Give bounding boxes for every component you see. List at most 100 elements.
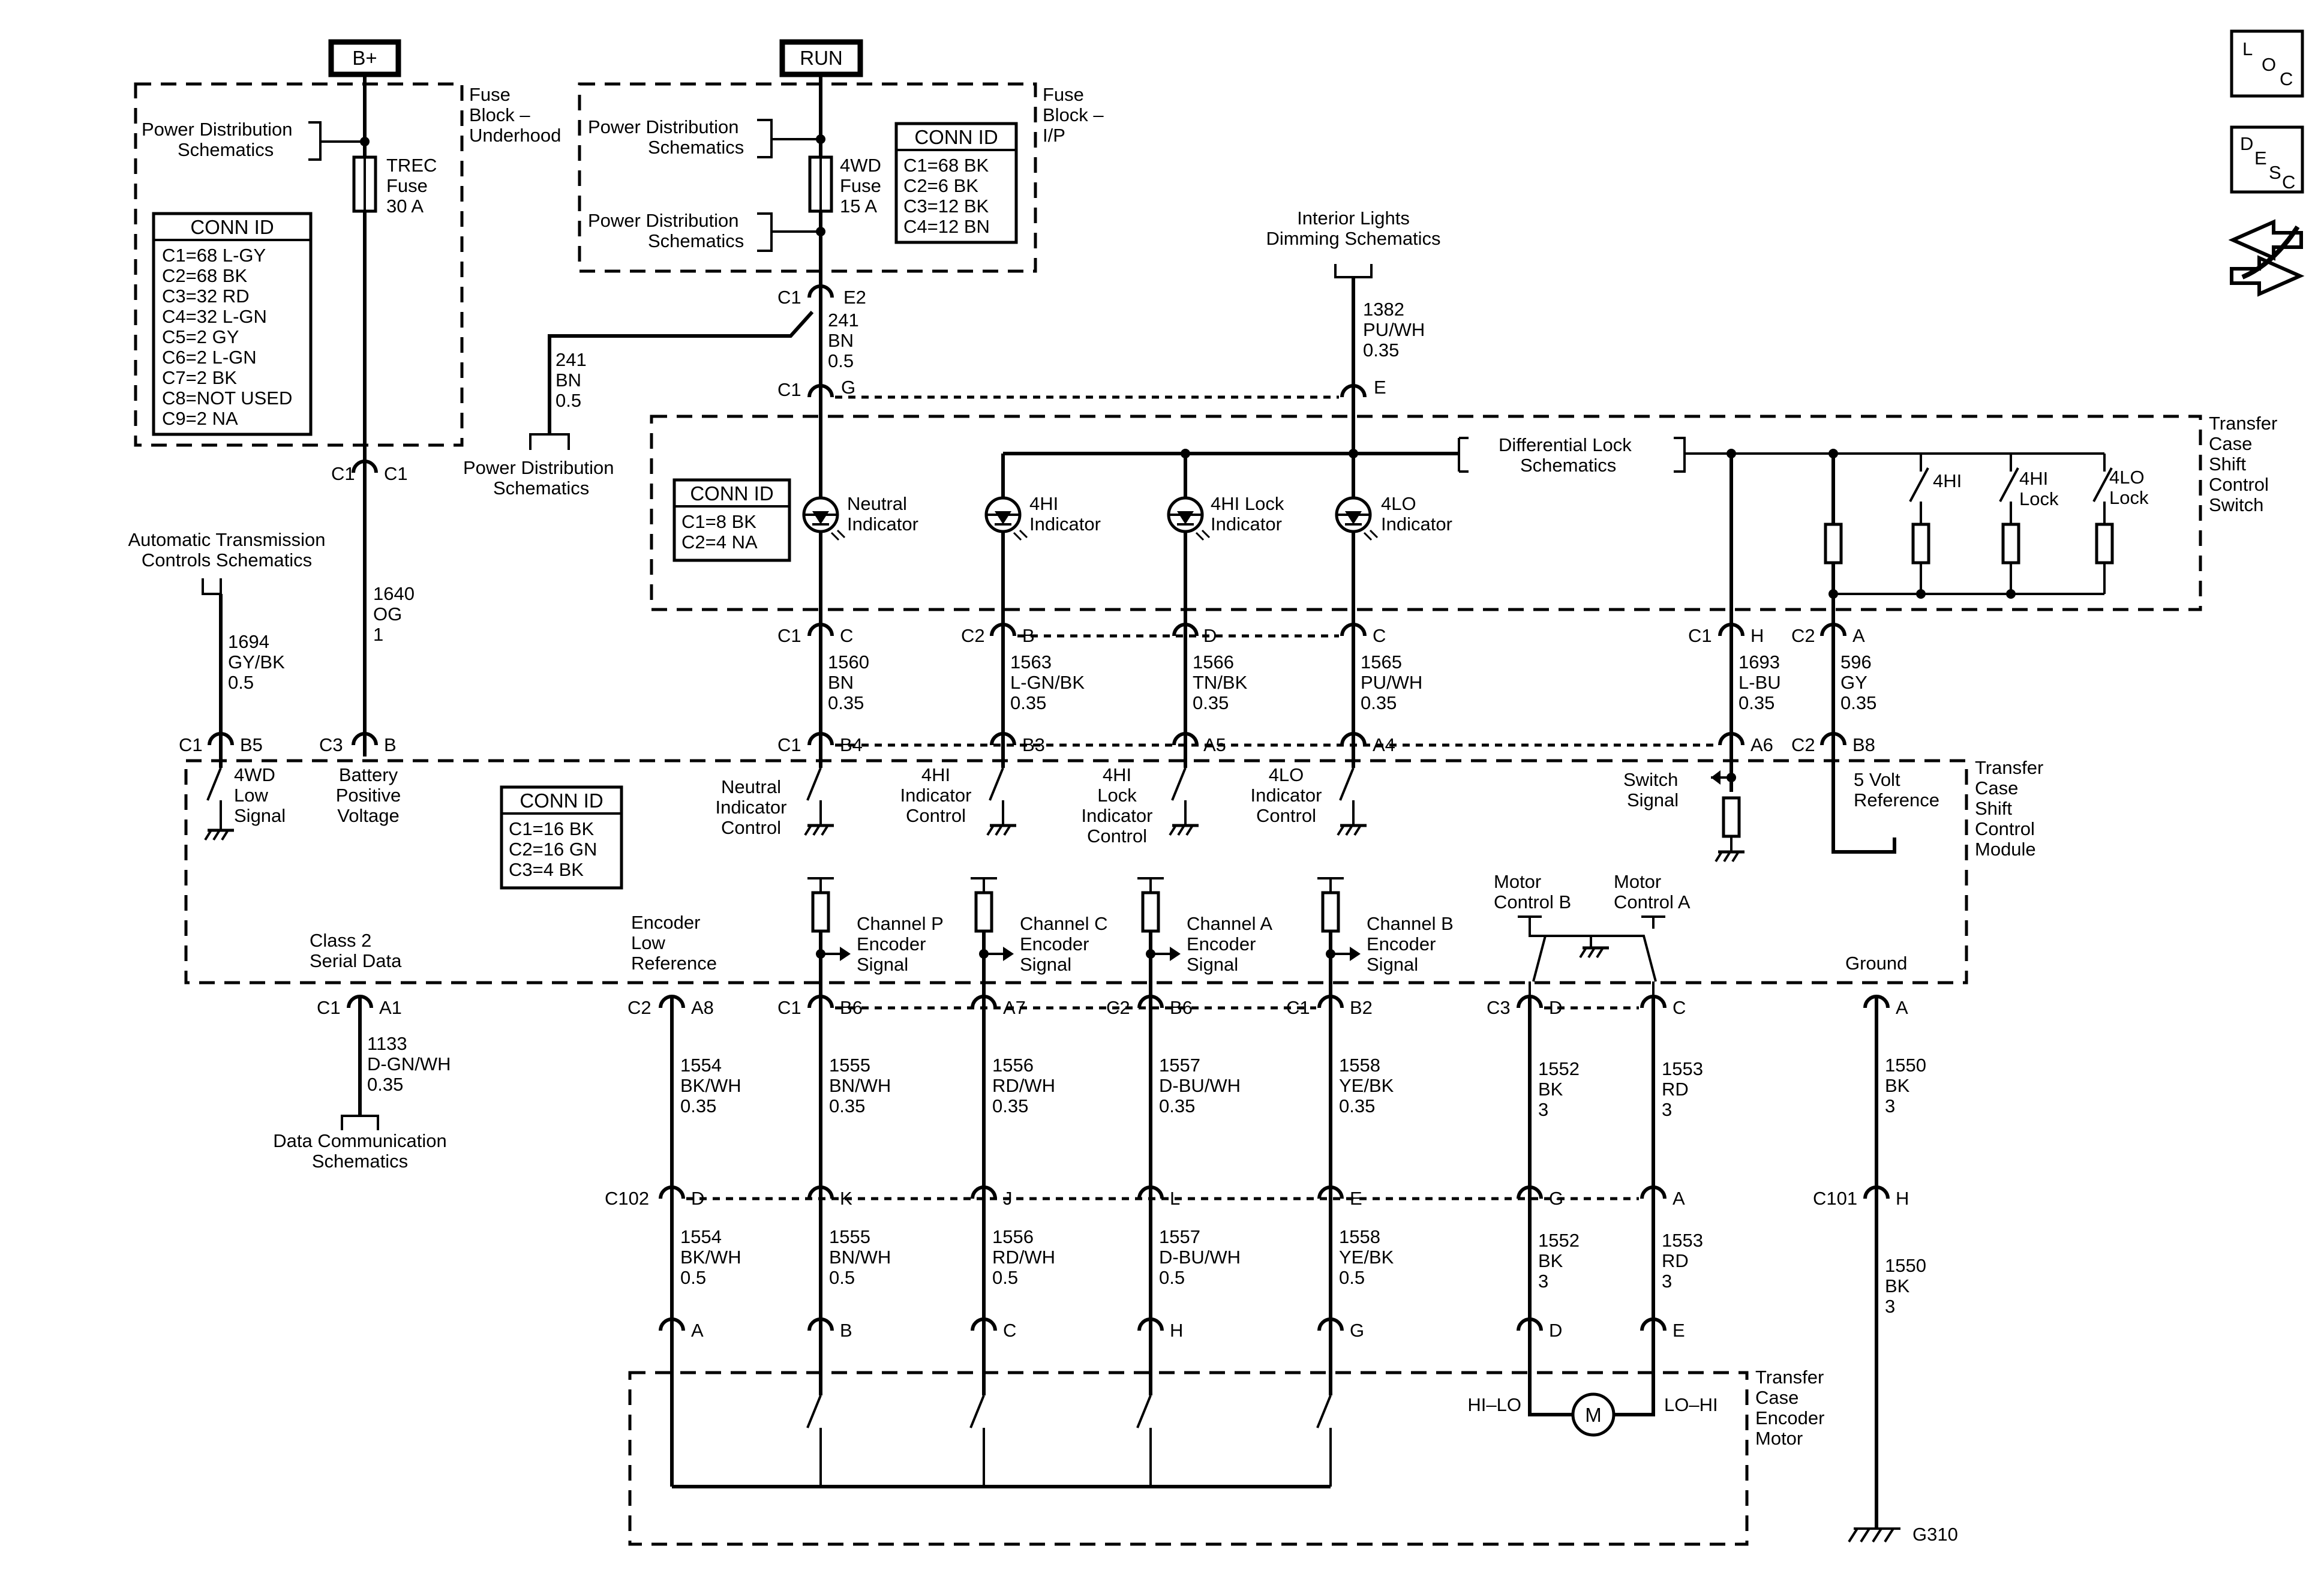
svg-text:Block –: Block – [1043, 104, 1104, 125]
svg-text:C1: C1 [1688, 625, 1712, 646]
svg-text:C1: C1 [331, 463, 355, 484]
svg-text:Positive: Positive [336, 785, 401, 806]
power-distribution-ref[interactable]: Power Distribution [588, 116, 739, 137]
power-distribution-ref[interactable]: Schematics [648, 230, 744, 251]
svg-text:C1=68 BK: C1=68 BK [903, 155, 989, 176]
svg-text:B: B [840, 1320, 852, 1341]
svg-text:A: A [691, 1320, 704, 1341]
interior-lights-ref[interactable]: Dimming Schematics [1266, 228, 1440, 249]
svg-text:Control: Control [1975, 818, 2035, 839]
svg-text:1555: 1555 [829, 1226, 870, 1247]
svg-text:BK: BK [1538, 1250, 1563, 1271]
loc-icon[interactable]: L O C [2230, 29, 2304, 98]
fuse-block-underhood-outline [134, 82, 464, 447]
svg-text:L-BU: L-BU [1739, 672, 1781, 693]
svg-text:0.5: 0.5 [228, 672, 254, 693]
svg-text:C3=32 RD: C3=32 RD [162, 286, 250, 307]
svg-text:1563: 1563 [1010, 652, 1052, 673]
shift-control-module-outline [184, 759, 1968, 984]
svg-text:0.5: 0.5 [680, 1267, 706, 1288]
svg-text:C1: C1 [777, 997, 801, 1018]
svg-text:BN/WH: BN/WH [829, 1075, 891, 1096]
svg-text:0.35: 0.35 [1840, 692, 1876, 713]
svg-text:B8: B8 [1852, 734, 1875, 755]
power-distribution-ref[interactable]: Schematics [178, 139, 274, 160]
loc-letter: C [2280, 68, 2293, 89]
svg-text:C3=4 BK: C3=4 BK [509, 859, 584, 880]
power-distribution-ref[interactable]: Power Distribution [588, 210, 739, 231]
svg-text:4HI: 4HI [2019, 468, 2048, 489]
svg-text:Indicator: Indicator [716, 797, 787, 818]
svg-text:A: A [1896, 997, 1908, 1018]
differential-lock-ref[interactable]: Differential Lock [1499, 434, 1632, 455]
shift-control-switch-outline [650, 415, 2202, 611]
trec-fuse-label: 30 A [386, 196, 424, 217]
svg-text:OG: OG [373, 604, 402, 625]
svg-text:Indicator: Indicator [847, 514, 918, 535]
conn-id-table-ip: CONN ID C1=68 BK C2=6 BK C3=12 BK C4=12 … [894, 122, 1018, 244]
4hi-lock-indicator-lamp [1169, 498, 1209, 540]
svg-text:BK: BK [1885, 1075, 1910, 1096]
data-communication-ref[interactable]: Data Communication [273, 1130, 446, 1151]
run-source: RUN [779, 39, 863, 77]
svg-text:0.35: 0.35 [1010, 692, 1046, 713]
svg-text:RD/WH: RD/WH [992, 1075, 1055, 1096]
svg-text:1382: 1382 [1363, 299, 1404, 320]
svg-text:Control: Control [1087, 825, 1147, 846]
svg-text:BK: BK [1538, 1079, 1563, 1100]
svg-text:1: 1 [373, 624, 383, 645]
svg-text:E: E [1374, 377, 1386, 398]
svg-text:A: A [1673, 1188, 1685, 1209]
desc-letter: C [2282, 172, 2295, 193]
svg-text:Channel B: Channel B [1367, 913, 1454, 934]
svg-text:0.5: 0.5 [992, 1267, 1018, 1288]
power-distribution-ref[interactable]: Power Distribution [463, 457, 614, 478]
svg-text:1550: 1550 [1885, 1055, 1926, 1076]
svg-text:Shift: Shift [2209, 454, 2246, 475]
power-distribution-ref[interactable]: Schematics [648, 137, 744, 158]
svg-text:CONN ID: CONN ID [690, 482, 773, 505]
svg-text:Encoder: Encoder [631, 912, 700, 933]
svg-text:CONN ID: CONN ID [914, 126, 998, 148]
ground-g310-label: G310 [1912, 1524, 1958, 1545]
svg-text:H: H [1896, 1188, 1909, 1209]
svg-text:C1: C1 [777, 625, 801, 646]
svg-text:Indicator: Indicator [900, 785, 972, 806]
svg-text:HI–LO: HI–LO [1467, 1394, 1521, 1415]
svg-text:Lock: Lock [1097, 785, 1137, 806]
svg-text:Ground: Ground [1845, 953, 1907, 974]
svg-text:GY/BK: GY/BK [228, 652, 285, 673]
svg-text:Low: Low [234, 785, 268, 806]
svg-text:A: A [1852, 625, 1865, 646]
svg-text:0.5: 0.5 [556, 390, 581, 411]
loc-letter: L [2242, 38, 2253, 59]
power-distribution-ref[interactable]: Schematics [493, 478, 589, 499]
svg-text:D-GN/WH: D-GN/WH [367, 1053, 451, 1074]
svg-text:BN: BN [828, 672, 854, 693]
swap-arrows-icon[interactable] [2228, 219, 2305, 297]
auto-trans-ref[interactable]: Controls Schematics [142, 550, 312, 571]
desc-icon[interactable]: D E S C [2230, 125, 2304, 194]
4lo-indicator-lamp [1337, 498, 1377, 540]
svg-text:0.35: 0.35 [992, 1095, 1028, 1116]
conn-id-table-underhood: CONN ID C1=68 L-GY C2=68 BK C3=32 RD C4=… [152, 212, 313, 436]
svg-text:0.35: 0.35 [1159, 1095, 1195, 1116]
differential-lock-ref[interactable]: Schematics [1520, 455, 1616, 476]
power-distribution-ref[interactable]: Power Distribution [142, 119, 293, 140]
interior-lights-ref[interactable]: Interior Lights [1297, 208, 1410, 229]
svg-text:1558: 1558 [1339, 1226, 1380, 1247]
svg-text:241: 241 [828, 310, 859, 331]
svg-text:3: 3 [1538, 1271, 1548, 1292]
data-communication-ref[interactable]: Schematics [312, 1151, 408, 1172]
svg-text:Control A: Control A [1614, 891, 1691, 912]
svg-text:C2: C2 [1791, 734, 1815, 755]
svg-text:Indicator: Indicator [1381, 514, 1452, 535]
svg-text:1560: 1560 [828, 652, 869, 673]
4hi-indicator-lamp [986, 498, 1027, 540]
svg-text:4LO: 4LO [1269, 764, 1304, 785]
auto-trans-ref[interactable]: Automatic Transmission [128, 529, 325, 550]
svg-text:0.5: 0.5 [1339, 1267, 1365, 1288]
svg-text:D: D [1549, 997, 1562, 1018]
svg-text:C: C [1003, 1320, 1016, 1341]
svg-text:4HI: 4HI [1103, 764, 1131, 785]
